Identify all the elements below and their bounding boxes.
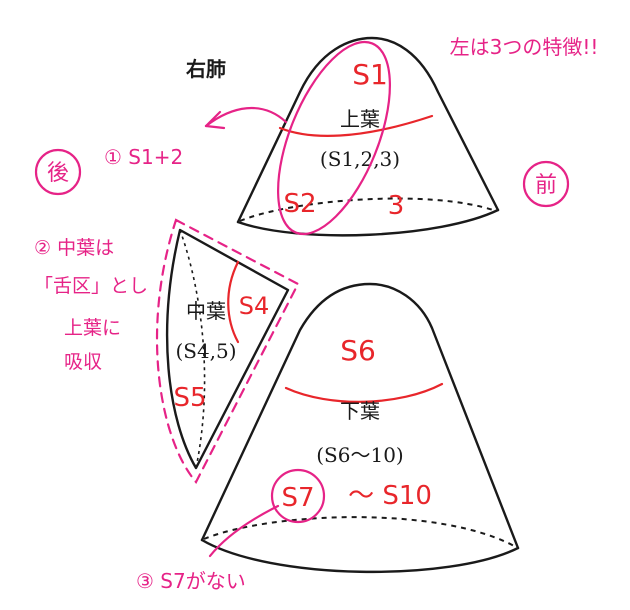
back-label: 後: [47, 161, 69, 186]
upper-lobe-s1-boundary: [278, 114, 434, 137]
middle-lobe-dashed-outline: [155, 218, 300, 484]
upper-lobe: 上葉 (S1,2,3): [236, 36, 500, 237]
front-circle: [522, 160, 570, 208]
middle-lobe-outline: [165, 228, 290, 470]
lower-lobe-back-rim: [203, 516, 517, 548]
middle-lobe-s4-boundary: [227, 260, 240, 344]
back-circle: [34, 148, 82, 196]
lower-lobe: 下葉 (S6〜10): [200, 282, 520, 574]
lower-lobe-segments: (S6〜10): [316, 443, 403, 467]
left-lung-hint: 左は3つの特徴!!: [450, 35, 599, 59]
label-s2: S2: [283, 189, 316, 219]
arrow-note3: [208, 504, 280, 558]
middle-lobe: 中葉 (S4,5): [155, 218, 300, 484]
upper-lobe-back-rim: [239, 197, 497, 222]
s1-s2-fusion-ellipse: [277, 40, 391, 236]
diagram-title: 右肺: [186, 57, 226, 81]
lower-lobe-s6-boundary: [284, 382, 444, 403]
label-s3: 3: [388, 191, 405, 221]
label-s7: S7: [281, 483, 314, 513]
lower-lobe-outline: [200, 282, 520, 550]
note2-line3: 上葉に: [64, 317, 121, 339]
label-s5: S5: [173, 383, 206, 413]
note3-text: ③ S7がない: [136, 569, 246, 593]
middle-lobe-name: 中葉: [186, 299, 226, 323]
upper-lobe-outline: [236, 36, 500, 224]
upper-lobe-segments: (S1,2,3): [320, 147, 400, 171]
upper-lobe-front-rim: [236, 208, 500, 237]
lower-lobe-name: 下葉: [340, 399, 380, 423]
s7-circle: [270, 468, 326, 524]
note1-text: ① S1+2: [104, 145, 183, 169]
upper-lobe-name: 上葉: [340, 107, 380, 131]
note2-line4: 吸収: [64, 351, 102, 373]
arrow-note1: [204, 107, 288, 128]
label-s6: S6: [340, 334, 376, 367]
note2-line2: 「舌区」とし: [34, 275, 148, 297]
front-label: 前: [535, 173, 557, 198]
label-s1: S1: [352, 58, 388, 91]
label-s7-range: 〜 S10: [348, 481, 432, 511]
note2-line1: ② 中葉は: [34, 237, 114, 259]
label-s4: S4: [239, 292, 270, 320]
arrow-note1-head: [204, 110, 226, 130]
middle-lobe-segments: (S4,5): [175, 339, 236, 363]
middle-lobe-hidden-edge: [179, 229, 206, 469]
lower-lobe-front-rim: [200, 538, 520, 574]
